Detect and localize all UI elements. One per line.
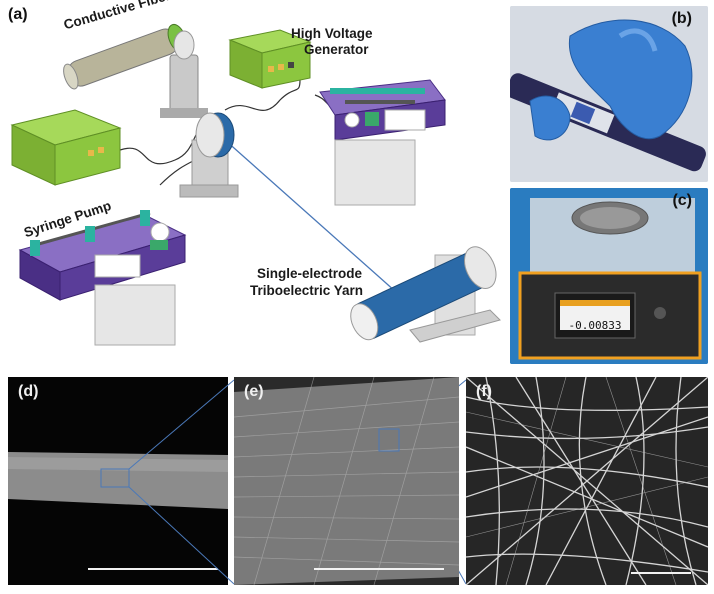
electrospinning-schematic: (a) bbox=[0, 0, 505, 368]
syringe-pump-left bbox=[18, 210, 187, 346]
yarn-label-line2: Triboelectric Yarn bbox=[250, 283, 364, 298]
yarn-mid-mag-graphic bbox=[234, 377, 459, 585]
conductive-fiber-collector bbox=[63, 23, 208, 118]
syringe-pump-right bbox=[319, 79, 446, 206]
fiber-stream-line bbox=[224, 139, 406, 301]
schematic-drawing bbox=[10, 23, 501, 346]
balance-readout: -0.00833 bbox=[568, 319, 622, 332]
yarn-low-magnification-image: (d) bbox=[8, 377, 228, 585]
balance-illustration bbox=[510, 188, 708, 364]
high-voltage-label-line2: Generator bbox=[304, 42, 369, 57]
panel-a-label: (a) bbox=[8, 6, 28, 23]
panel-e-label: (e) bbox=[244, 383, 264, 400]
yarn-label-line1: Single-electrode bbox=[257, 266, 363, 281]
rotating-collector-center bbox=[179, 112, 239, 198]
panel-d-label: (d) bbox=[18, 383, 39, 400]
scale-bar-f bbox=[631, 572, 691, 574]
wire-right bbox=[224, 79, 301, 111]
balance-photo: -0.00833 (c) bbox=[510, 188, 708, 364]
scale-bar-d bbox=[88, 568, 218, 570]
nanofiber-mesh-graphic bbox=[466, 377, 708, 585]
yarn-low-mag-graphic bbox=[8, 377, 228, 585]
zoom-box-d bbox=[100, 468, 130, 488]
panel-f-label: (f) bbox=[476, 383, 492, 400]
zoom-box-e bbox=[378, 428, 400, 452]
high-voltage-generator-top bbox=[228, 29, 312, 89]
scale-bar-e bbox=[314, 568, 444, 570]
yarn-mid-magnification-image: (e) bbox=[234, 377, 459, 585]
gloved-hands-illustration bbox=[510, 6, 708, 182]
yarn-collector bbox=[350, 246, 501, 343]
high-voltage-generator-left bbox=[10, 109, 122, 186]
gloved-hands-photo: (b) bbox=[510, 6, 708, 182]
nanofiber-high-magnification-image: (f) bbox=[466, 377, 708, 585]
panel-c-label: (c) bbox=[672, 192, 692, 209]
high-voltage-label-line1: High Voltage bbox=[291, 26, 373, 41]
panel-b-label: (b) bbox=[671, 10, 692, 27]
